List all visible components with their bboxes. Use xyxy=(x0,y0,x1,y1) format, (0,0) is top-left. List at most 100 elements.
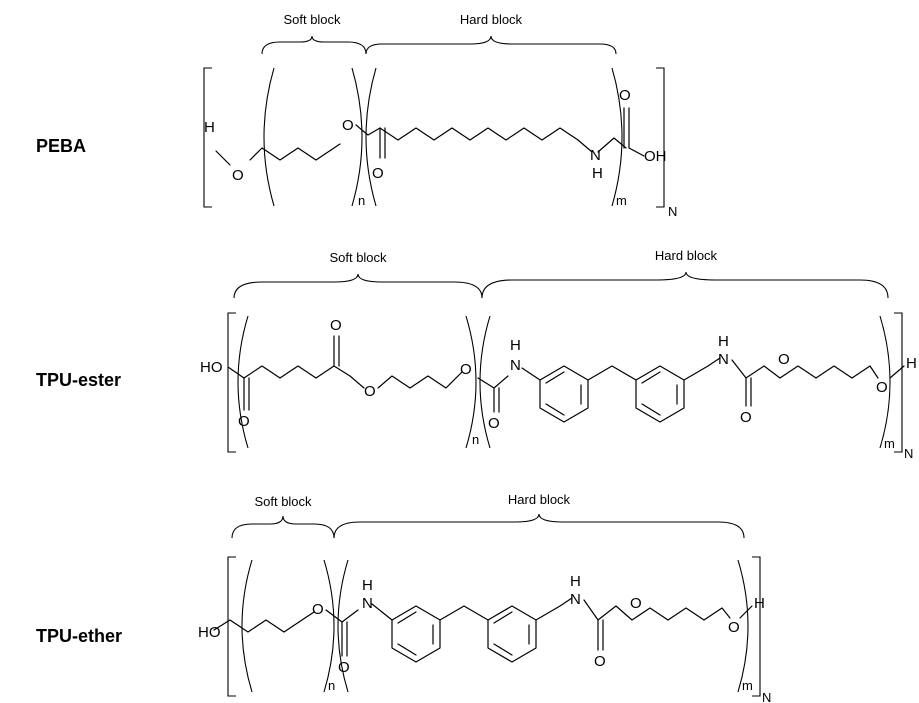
tpu-ether-soft-block-label: Soft block xyxy=(254,494,312,509)
tpu-ester-structure: TPU-ester Soft block Hard block N n m HO… xyxy=(36,248,917,461)
tpu-ester-sub-n: n xyxy=(472,432,479,447)
peba-atom-o1: O xyxy=(232,167,244,184)
tpu-ether-bracket-left xyxy=(227,556,236,697)
tpu-ester-paren-soft-right xyxy=(465,315,477,449)
tpu-ether-benzene-right-inner xyxy=(493,611,530,656)
peba-structure: PEBA Soft block Hard block N n m H O O O… xyxy=(36,12,677,219)
peba-bracket-right xyxy=(656,67,665,208)
peba-paren-hard-left xyxy=(365,67,377,207)
tpu-ester-urethane-right xyxy=(683,357,879,407)
peba-sub-N: N xyxy=(668,204,677,219)
peba-paren-soft-right xyxy=(351,67,363,207)
tpu-ester-soft-chain xyxy=(227,365,463,389)
tpu-ester-benzene-left-inner xyxy=(545,371,582,416)
peba-carbonyl-right xyxy=(623,107,645,157)
tpu-ester-label: TPU-ester xyxy=(36,370,121,390)
tpu-ether-atom-o-urethane: O xyxy=(630,595,642,612)
tpu-ether-soft-brace xyxy=(231,515,335,539)
tpu-ether-paren-soft-right xyxy=(323,559,335,693)
tpu-ester-sub-m: m xyxy=(884,436,895,451)
tpu-ether-paren-hard-left xyxy=(337,559,349,693)
tpu-ether-benzene-left xyxy=(391,605,441,663)
tpu-ester-atom-o-carb2: O xyxy=(488,415,500,432)
peba-label: PEBA xyxy=(36,136,86,156)
peba-atom-n: N xyxy=(590,147,601,164)
peba-paren-hard-right xyxy=(611,67,623,207)
tpu-ester-atom-o-carb1: O xyxy=(238,413,250,430)
tpu-ester-paren-hard-right xyxy=(879,315,891,449)
peba-atom-oh: OH xyxy=(644,148,667,165)
peba-hard-brace xyxy=(365,35,617,55)
tpu-ether-benzene-left-inner xyxy=(397,611,434,656)
tpu-ether-methylene xyxy=(439,605,489,621)
tpu-ether-atom-o-carb2: O xyxy=(594,653,606,670)
tpu-ether-urethane-right xyxy=(535,597,731,651)
peba-carbonyl-left xyxy=(379,127,386,159)
peba-backbone-hard xyxy=(379,127,627,153)
tpu-ester-atom-n2: N xyxy=(718,351,729,368)
peba-hard-block-label: Hard block xyxy=(460,12,523,27)
tpu-ester-paren-hard-left xyxy=(479,315,491,449)
tpu-ether-hard-brace xyxy=(333,513,745,539)
tpu-ester-carbonyl-1 xyxy=(243,377,250,411)
tpu-ether-label: TPU-ether xyxy=(36,626,122,646)
tpu-ester-benzene-right-inner xyxy=(641,371,678,416)
tpu-ether-atom-o-carb1: O xyxy=(338,659,350,676)
peba-sub-m: m xyxy=(616,193,627,208)
peba-backbone-left xyxy=(215,124,381,166)
peba-soft-block-label: Soft block xyxy=(283,12,341,27)
peba-atom-o2: O xyxy=(342,117,354,134)
tpu-ether-atom-ho: HO xyxy=(198,624,221,641)
tpu-ether-benzene-right xyxy=(487,605,537,663)
tpu-ester-bracket-left xyxy=(227,312,236,453)
tpu-ester-bracket-right xyxy=(894,312,903,453)
tpu-ester-benzene-left xyxy=(539,365,589,423)
tpu-ester-sub-N: N xyxy=(904,446,913,461)
tpu-ester-hard-block-label: Hard block xyxy=(655,248,718,263)
tpu-ester-atom-o-ester-up: O xyxy=(330,317,342,334)
tpu-ether-atom-o-end: O xyxy=(728,619,740,636)
tpu-ether-atom-h-n1: H xyxy=(362,577,373,594)
tpu-ester-end-bond xyxy=(889,365,905,379)
tpu-ester-atom-h-n1: H xyxy=(510,337,521,354)
tpu-ether-sub-n: n xyxy=(328,678,335,693)
tpu-ester-atom-o-end: O xyxy=(876,379,888,396)
tpu-ester-atom-h-end: H xyxy=(906,355,917,372)
tpu-ether-sub-m: m xyxy=(742,678,753,693)
peba-sub-n: n xyxy=(358,193,365,208)
tpu-ester-atom-o-link: O xyxy=(460,361,472,378)
tpu-ester-atom-n1: N xyxy=(510,357,521,374)
tpu-ether-atom-h-end: H xyxy=(754,595,765,612)
tpu-ether-bracket-right xyxy=(752,556,761,697)
peba-atom-o-acid: O xyxy=(619,87,631,104)
tpu-ether-atom-n1: N xyxy=(362,595,373,612)
tpu-ether-structure: TPU-ether Soft block Hard block N n m HO… xyxy=(36,492,771,703)
peba-bracket-left xyxy=(203,67,212,208)
tpu-ester-atom-o-ester: O xyxy=(364,383,376,400)
tpu-ester-soft-brace xyxy=(233,273,483,299)
tpu-ester-atom-ho: HO xyxy=(200,359,223,376)
tpu-ester-carbonyl-2 xyxy=(333,335,340,367)
tpu-ester-atom-o-urethane: O xyxy=(778,351,790,368)
tpu-ether-end-bond xyxy=(739,605,753,619)
tpu-ether-paren-soft-left xyxy=(241,559,253,693)
tpu-ether-soft-chain xyxy=(213,611,315,633)
tpu-ester-atom-h-n2: H xyxy=(718,333,729,350)
tpu-ether-hard-block-label: Hard block xyxy=(508,492,571,507)
peba-paren-soft-left xyxy=(263,67,275,207)
tpu-ether-urethane-left xyxy=(325,603,393,657)
tpu-ester-hard-brace xyxy=(481,271,889,299)
tpu-ester-atom-o-carb3: O xyxy=(740,409,752,426)
tpu-ether-sub-N: N xyxy=(762,690,771,703)
tpu-ether-paren-hard-right xyxy=(737,559,749,693)
tpu-ester-soft-block-label: Soft block xyxy=(329,250,387,265)
peba-atom-h-n: H xyxy=(592,165,603,182)
tpu-ester-benzene-right xyxy=(635,365,685,423)
tpu-ester-urethane-left xyxy=(477,367,541,413)
peba-soft-brace xyxy=(261,35,367,55)
peba-atom-h-left: H xyxy=(204,119,215,136)
tpu-ester-methylene xyxy=(587,365,637,381)
tpu-ether-atom-h-n2: H xyxy=(570,573,581,590)
tpu-ether-atom-o-link: O xyxy=(312,601,324,618)
